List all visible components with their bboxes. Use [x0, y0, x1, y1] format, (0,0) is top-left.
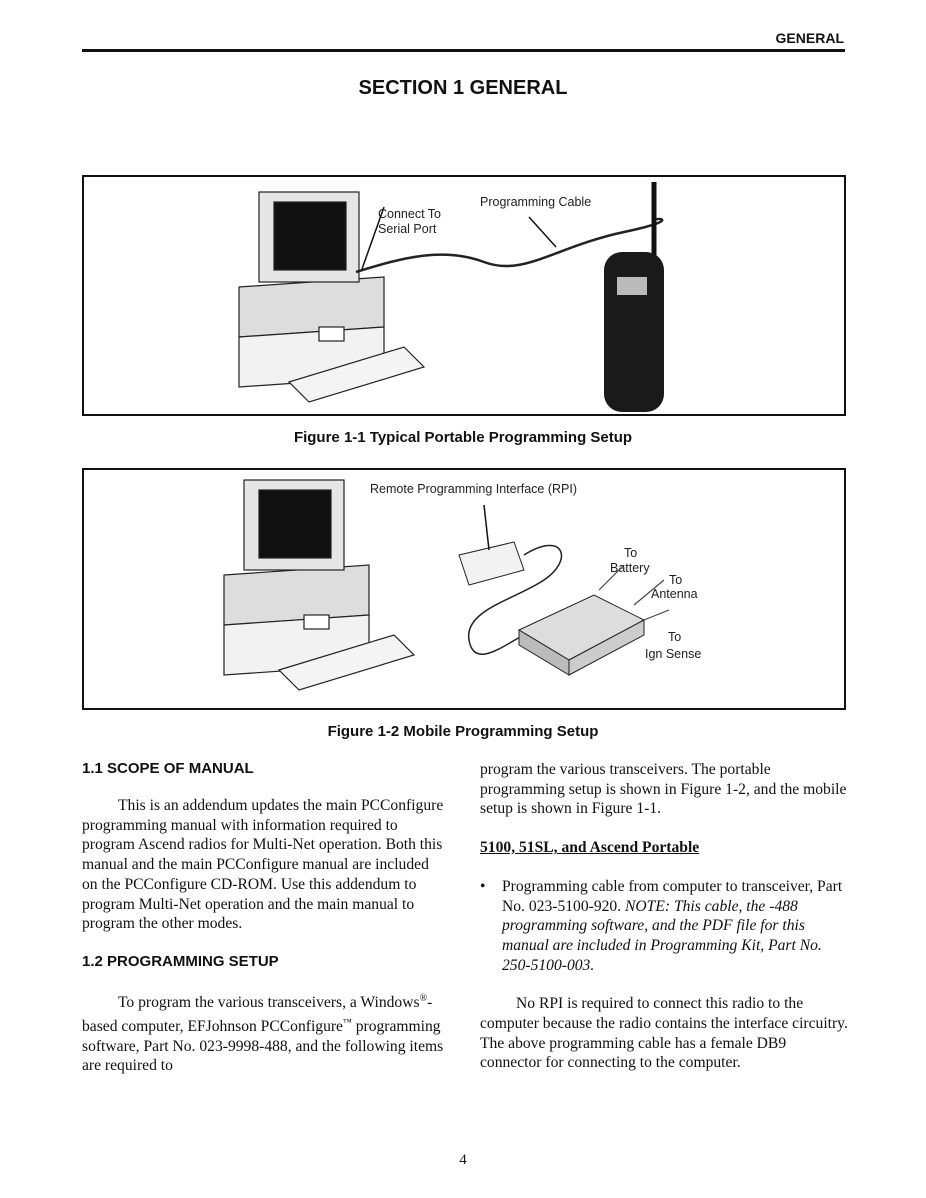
left-column: 1.1 SCOPE OF MANUAL This is an addendum … — [82, 760, 446, 1076]
mobile-radio-illustration — [517, 594, 646, 676]
label-connect-to: Connect To — [378, 207, 442, 221]
heading-scope: 1.1 SCOPE OF MANUAL — [82, 760, 254, 777]
figure-1-portable-setup: Connect To Serial Port Programming Cable — [82, 175, 846, 416]
running-header: GENERAL — [775, 30, 844, 46]
label-to-ign-1: To — [668, 630, 682, 644]
section-title: SECTION 1 GENERAL — [358, 77, 568, 99]
no-rpi-paragraph: No RPI is required to connect this radio… — [480, 995, 848, 1072]
portable-setup-illustration — [238, 182, 664, 412]
bullet-item-programming-cable: • Programming cable from computer to tra… — [480, 877, 843, 974]
scope-paragraph: This is an addendum updates the main PCC… — [82, 797, 444, 933]
setup-paragraph: To program the various transceivers, a W… — [82, 992, 444, 1075]
label-to-battery-1: To — [624, 546, 638, 560]
setup-continued-paragraph: program the various transceivers. The po… — [480, 761, 847, 818]
programming-cable — [355, 217, 664, 274]
subheading-portable: 5100, 51SL, and Ascend Portable — [480, 839, 700, 857]
rpi-box — [458, 541, 525, 586]
label-to-antenna-1: To — [669, 573, 683, 587]
figure-1-caption: Figure 1-1 Typical Portable Programming … — [293, 429, 633, 446]
arrow-cable — [528, 216, 557, 248]
header-rule — [82, 49, 845, 52]
heading-programming-setup: 1.2 PROGRAMMING SETUP — [82, 952, 279, 970]
mobile-setup-illustration — [223, 479, 670, 691]
label-programming-cable: Programming Cable — [480, 195, 592, 209]
bullet-icon: • — [480, 877, 486, 895]
label-battery: Battery — [610, 561, 650, 575]
portable-radio-illustration — [604, 182, 664, 412]
label-serial-port: Serial Port — [378, 222, 437, 236]
arrow-serial — [361, 206, 385, 270]
label-rpi: Remote Programming Interface (RPI) — [370, 482, 578, 496]
figure-2-mobile-setup: Remote Programming Interface (RPI) To Ba… — [82, 468, 846, 710]
label-antenna: Antenna — [651, 587, 698, 601]
label-ign-sense: Ign Sense — [645, 647, 702, 661]
figure-2-caption: Figure 1-2 Mobile Programming Setup — [327, 723, 599, 740]
computer-illustration — [238, 191, 426, 403]
right-column: program the various transceivers. The po… — [480, 760, 848, 1073]
page-number: 4 — [459, 1152, 467, 1168]
computer-illustration — [223, 479, 416, 691]
